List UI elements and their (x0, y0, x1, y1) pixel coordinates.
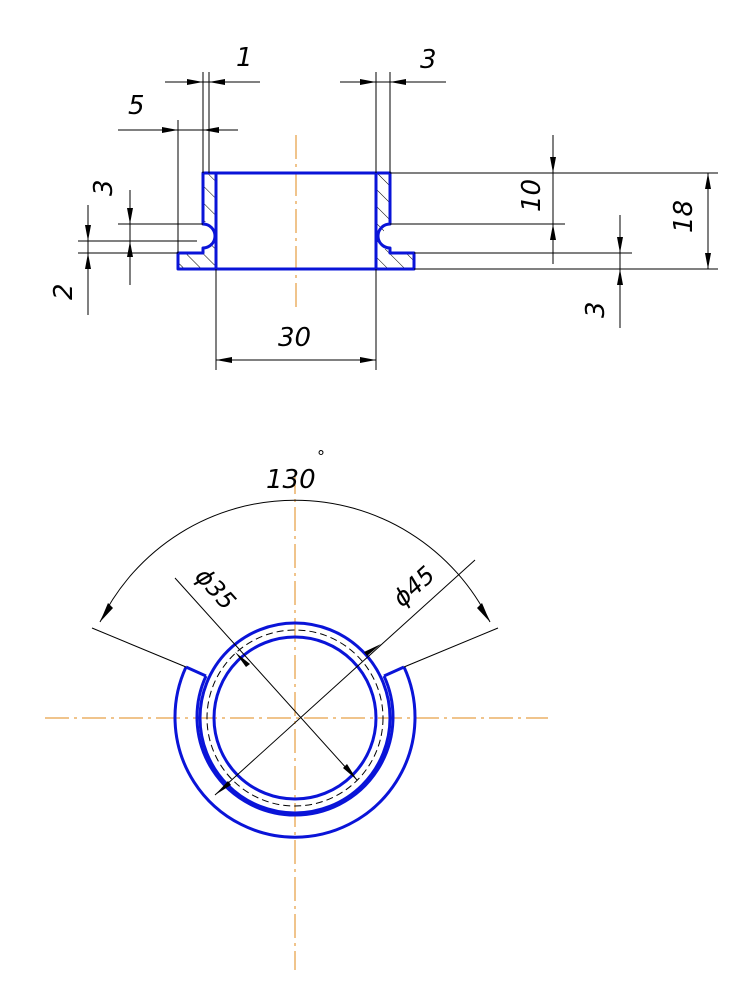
angle-value: 130 (266, 465, 316, 495)
dia45-line (214, 559, 476, 796)
arrowhead (127, 208, 133, 224)
arrowhead (100, 603, 113, 622)
angle-dim-arc (99, 499, 491, 623)
arrowhead (360, 79, 376, 85)
slot-edge-right (383, 665, 405, 678)
dim-text-30: 30 (278, 323, 311, 353)
angle-ext-left (91, 627, 187, 668)
arrowhead (235, 652, 250, 667)
arrowhead (187, 79, 203, 85)
arrowhead (343, 764, 357, 780)
outer-body-circle (198, 621, 392, 815)
dim-text-1: 1 (236, 43, 253, 73)
dim-text-3-top: 3 (420, 45, 437, 75)
dim-text-18: 18 (669, 200, 699, 233)
flange-outer-arc (173, 666, 417, 839)
arrowhead (85, 225, 91, 241)
arrowhead (705, 173, 711, 189)
arrowhead (360, 357, 376, 363)
groove-hidden-circle (206, 629, 384, 807)
arrowhead (617, 269, 623, 285)
arrowhead (477, 603, 490, 622)
section-view: 1 5 3 3 2 10 3 18 (49, 43, 718, 370)
right-wall-hatch (376, 173, 414, 269)
arrowhead (127, 241, 133, 257)
slot-edge-left (185, 665, 207, 678)
arrowhead (215, 781, 231, 795)
right-groove-cut (384, 222, 396, 249)
dim-text-2: 2 (49, 283, 79, 300)
dim-text-5: 5 (128, 91, 145, 121)
plan-view: 130 ° ϕ35 ϕ45 (45, 447, 548, 970)
dia35-line (174, 577, 358, 781)
dim-text-3-groove: 3 (89, 179, 119, 196)
dim-text-3-right: 3 (581, 301, 611, 318)
arrowhead (209, 79, 225, 85)
arrowhead (617, 237, 623, 253)
angle-ext-right (403, 627, 499, 668)
arrowhead (162, 127, 178, 133)
dim-text-10: 10 (517, 179, 547, 212)
flange-inner-arc (195, 675, 395, 817)
left-groove-cut (196, 222, 210, 249)
arrowhead (550, 224, 556, 240)
arrowhead (364, 644, 381, 656)
left-wall-hatch (178, 173, 216, 269)
arrowhead (216, 357, 232, 363)
arrowhead (203, 127, 219, 133)
arrowhead (85, 253, 91, 269)
arrowhead (705, 253, 711, 269)
angle-unit: ° (317, 447, 325, 466)
dia45-label: ϕ45 (387, 561, 440, 613)
arrowhead (550, 157, 556, 173)
arrowhead (390, 79, 406, 85)
dia35-label: ϕ35 (190, 562, 242, 615)
bore-circle (212, 635, 378, 801)
